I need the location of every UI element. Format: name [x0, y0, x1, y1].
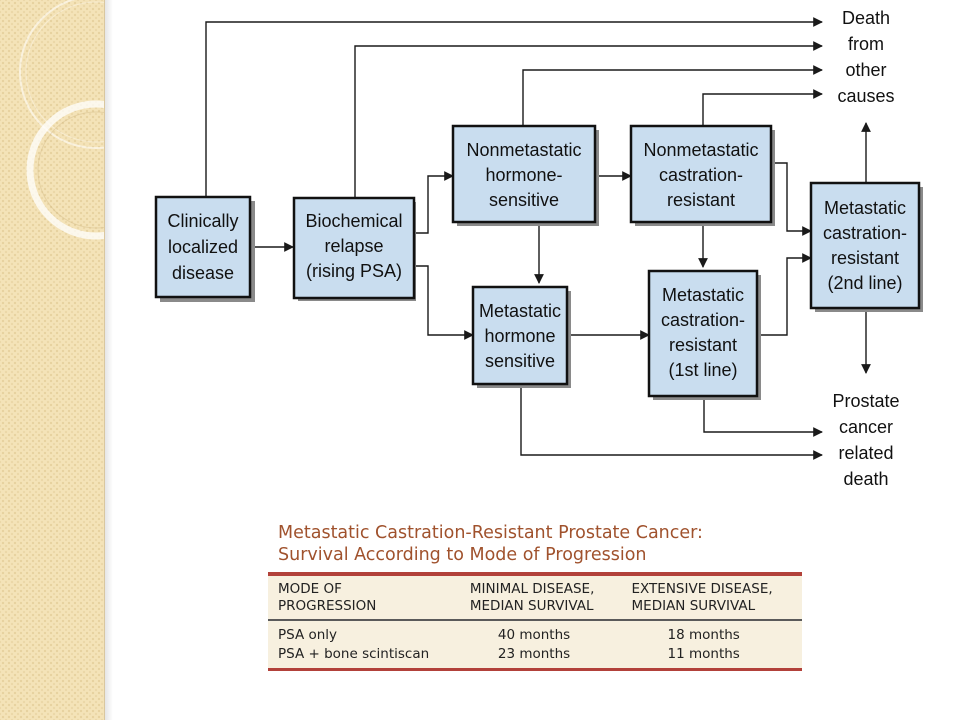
header-extensive-disease: EXTENSIVE DISEASE, MEDIAN SURVIVAL [621, 574, 802, 621]
header-minimal-disease: MINIMAL DISEASE, MEDIAN SURVIVAL [459, 574, 622, 621]
cell-extensive-survival: 11 months [667, 646, 740, 662]
connector-relapse-to-mhs [414, 265, 474, 340]
header-line: EXTENSIVE DISEASE, [631, 581, 773, 597]
connector-localized-to-death [205, 17, 823, 197]
connector-mcr1-to-mcr2 [757, 253, 812, 336]
table-title: Metastatic Castration-Resistant Prostate… [278, 522, 804, 566]
table-row: PSA only 40 months 18 months [268, 620, 802, 645]
header-line: MEDIAN SURVIVAL [631, 598, 756, 614]
cell-minimal-survival: 23 months [497, 646, 571, 662]
decorative-sidebar [0, 0, 105, 720]
sidebar-shadow [105, 0, 113, 720]
header-line: MEDIAN SURVIVAL [469, 598, 594, 614]
header-mode-of-progression: MODE OF PROGRESSION [268, 574, 460, 621]
table-title-line: Survival According to Mode of Progressio… [278, 545, 647, 565]
cell-mode: PSA + bone scintiscan [278, 646, 430, 662]
table-title-line: Metastatic Castration-Resistant Prostate… [278, 523, 703, 543]
connector-mcr1-to-cancer-death [703, 396, 823, 437]
connectors [205, 17, 871, 460]
connector-relapse-to-nmhs [414, 171, 454, 234]
connector-nmhs-to-death [522, 65, 823, 126]
connector-mhs-to-cancer-death [520, 384, 823, 460]
connector-nmcr-to-mcr2 [771, 162, 812, 236]
header-line: MINIMAL DISEASE, [469, 581, 595, 597]
survival-table-figure: Metastatic Castration-Resistant Prostate… [268, 522, 804, 671]
header-line: MODE OF [278, 581, 342, 597]
cell-mode: PSA only [278, 627, 338, 643]
connector-relapse-to-death [354, 41, 823, 198]
table-row: PSA + bone scintiscan 23 months 11 month… [268, 645, 802, 670]
table-header-row: MODE OF PROGRESSION MINIMAL DISEASE, MED… [268, 574, 802, 621]
cell-minimal-survival: 40 months [497, 627, 571, 643]
survival-table: MODE OF PROGRESSION MINIMAL DISEASE, MED… [268, 572, 802, 671]
header-line: PROGRESSION [278, 598, 377, 614]
cell-extensive-survival: 18 months [667, 627, 740, 643]
connector-nmcr-to-death [702, 89, 823, 126]
decorative-circles [19, 0, 104, 240]
